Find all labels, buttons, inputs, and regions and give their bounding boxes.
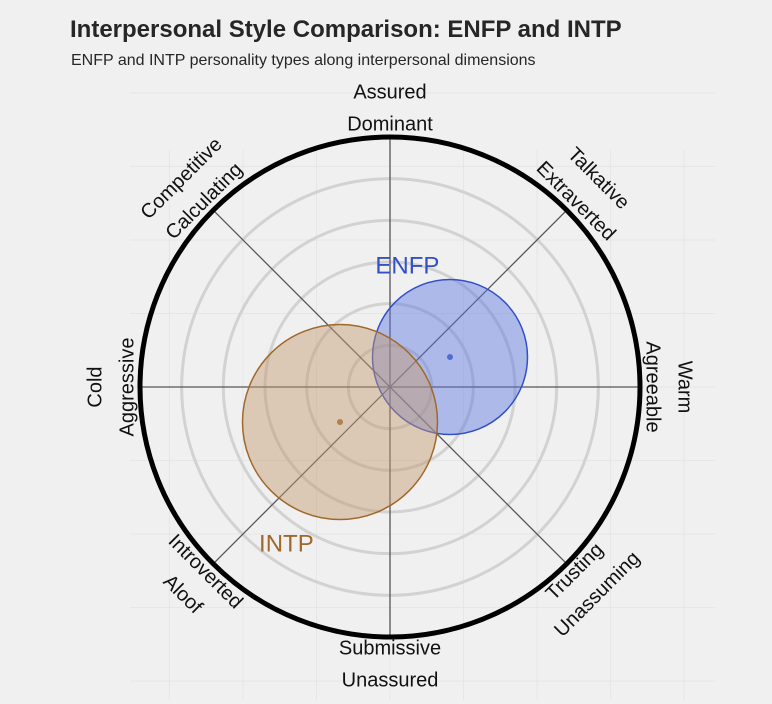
series-label-enfp: ENFP bbox=[375, 253, 439, 280]
axis-label: Aggressive bbox=[116, 338, 138, 437]
axis-line bbox=[212, 209, 568, 565]
axis-label: Assured bbox=[353, 81, 426, 103]
axis-label: Cold bbox=[84, 366, 106, 407]
outer-ring bbox=[137, 134, 643, 640]
chart-title: Interpersonal Style Comparison: ENFP and… bbox=[70, 16, 622, 43]
axis-label: Submissive bbox=[339, 637, 441, 659]
axis-label: Warm bbox=[674, 361, 696, 414]
axis-label: Dominant bbox=[347, 113, 433, 135]
axis-label: Unassured bbox=[342, 669, 439, 691]
chart-subtitle: ENFP and INTP personality types along in… bbox=[71, 52, 536, 69]
series-point-intp bbox=[337, 419, 343, 425]
series-point-enfp bbox=[447, 354, 453, 360]
series-label-intp: INTP bbox=[259, 531, 314, 558]
axis-label: Agreeable bbox=[642, 341, 664, 432]
